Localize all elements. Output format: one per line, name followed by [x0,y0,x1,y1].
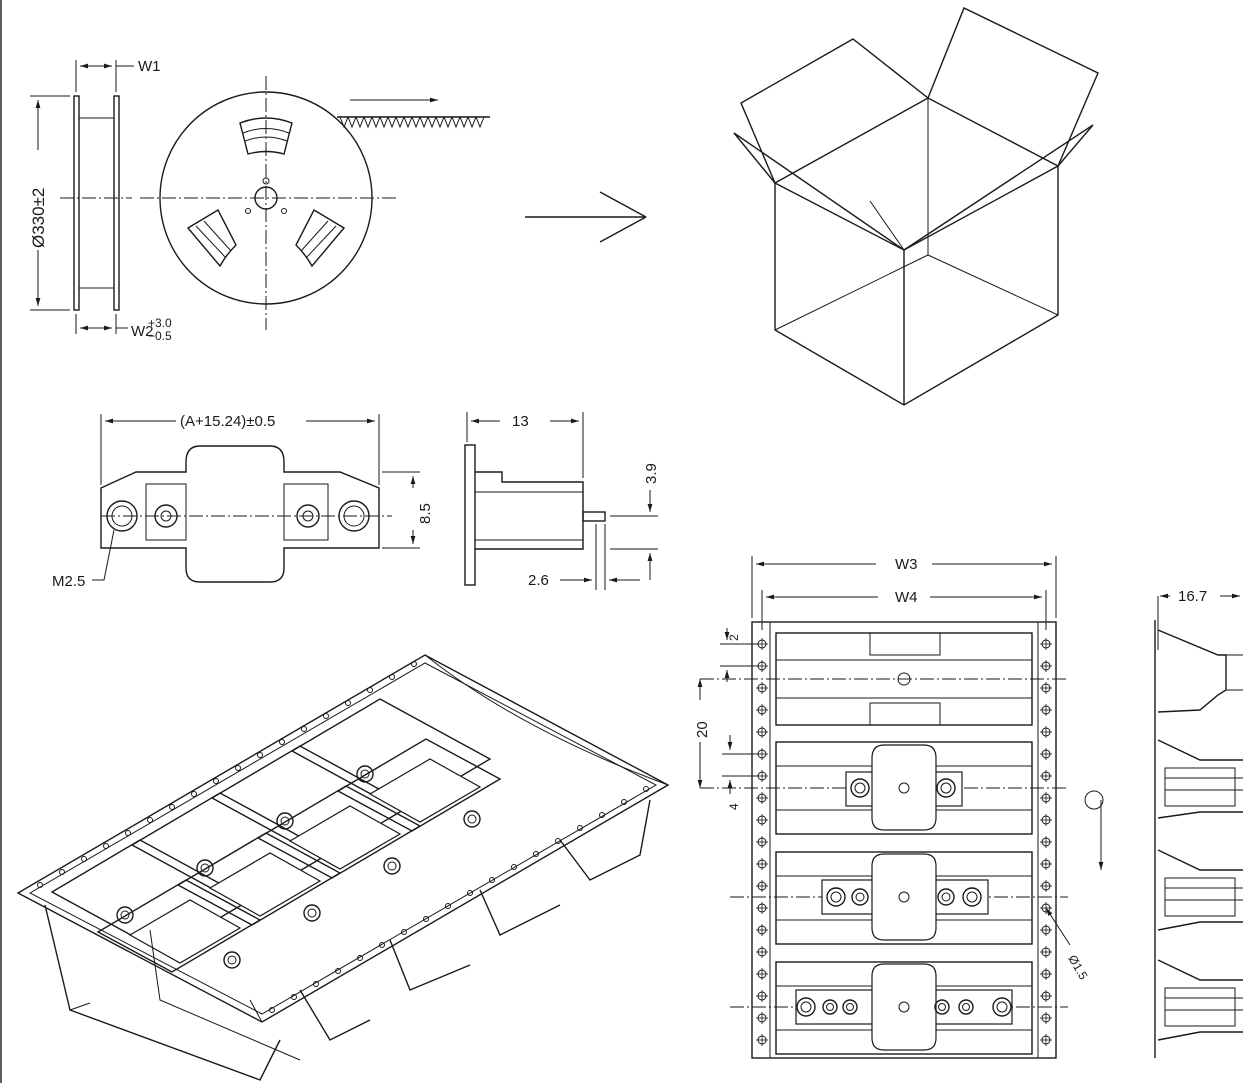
connector-side-view [464,412,658,590]
pin-pitch-label: 2.6 [528,572,549,589]
reel-side-view [30,60,134,334]
reel-front-view [140,76,490,330]
w2-label: W2 [131,323,154,340]
w4-label: W4 [895,589,918,606]
tray-top-view [697,556,1071,1059]
hole-diameter-label: Ø1.5 [1065,953,1090,983]
w2-tol-minus: −0.5 [148,329,172,343]
w1-label: W1 [138,58,161,75]
process-arrow [525,191,647,243]
pin-length-label: 3.9 [643,463,660,484]
connector-front-view [92,414,420,583]
reel-diameter-label: Ø330±2 [29,188,48,248]
connector-height-label: 8.5 [417,503,434,524]
connector-width-label: (A+15.24)±0.5 [180,413,275,430]
screw-size-label: M2.5 [52,573,85,590]
hole-pitch-label: 2 [727,634,741,641]
feed-direction-symbol [1084,790,1104,870]
w3-label: W3 [895,556,918,573]
shipping-box [733,7,1099,406]
cavity-pitch-label: 20 [694,721,711,738]
w2-tol-plus: +3.0 [148,316,172,330]
tray-depth-label: 16.7 [1178,588,1207,605]
connector-depth-label: 13 [512,413,529,430]
tray-side-view [1154,593,1243,1058]
tray-isometric-view [16,654,670,1081]
offset-label: 4 [727,803,741,810]
